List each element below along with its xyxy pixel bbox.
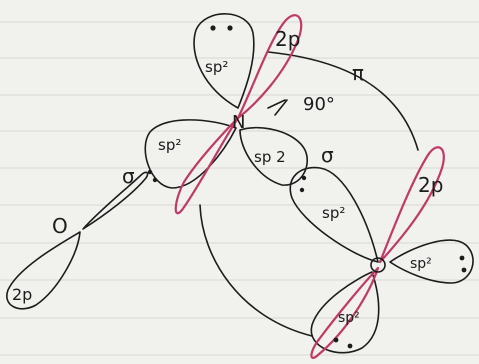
sigma-bond-arc (200, 205, 312, 336)
notebook-lines (0, 22, 479, 355)
electron-dot (348, 344, 353, 349)
sp2-right-lobe-label: sp² (322, 204, 345, 222)
n-2p-orbital-lower-lobe (176, 118, 238, 213)
electron-dot (302, 176, 306, 180)
electron-dot (227, 25, 232, 30)
p2-top-label: 2p (275, 27, 300, 51)
electron-dot (148, 170, 152, 174)
electron-dot (153, 178, 157, 182)
electron-dot (300, 188, 304, 192)
n-atom-label: N (232, 112, 245, 133)
electron-dot (210, 25, 215, 30)
electron-dot (462, 268, 467, 273)
sigma-right-label: σ (321, 143, 334, 167)
angle-label: 90° (303, 94, 335, 115)
o-2p-upper-lobe (83, 172, 148, 229)
sp2-right-label: sp² (410, 256, 432, 272)
angle-arrow (268, 100, 287, 115)
sp2-left-label: sp² (158, 136, 181, 154)
pi-label: π (352, 61, 364, 85)
electron-dot (334, 338, 339, 343)
p2-left-label: 2p (12, 285, 32, 304)
sigma-left-label: σ (122, 164, 135, 188)
electron-dot (460, 256, 465, 261)
sp2-top-label: sp² (205, 58, 228, 76)
p2-right-label: 2p (418, 173, 443, 197)
o-atom-label: O (52, 214, 68, 238)
sp2-bottom-label: sp² (338, 310, 360, 326)
sp2-center-label: sp 2 (254, 148, 286, 166)
